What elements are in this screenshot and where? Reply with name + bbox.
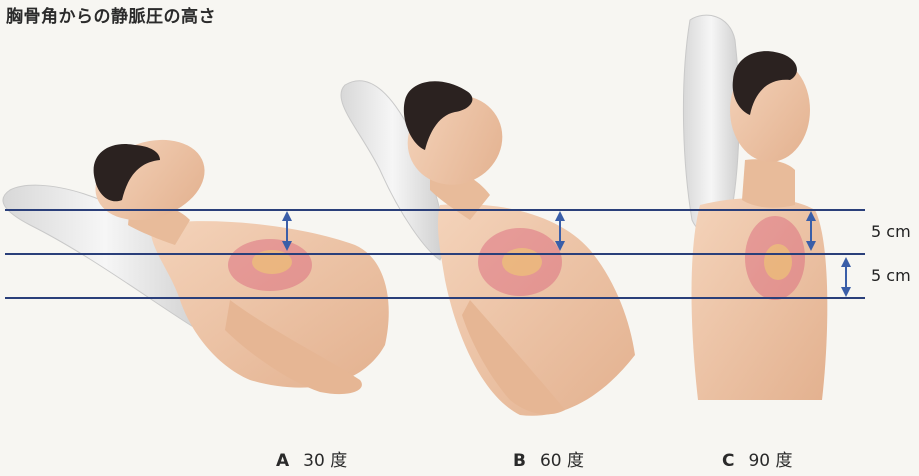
caption-b: B 60 度 (513, 446, 584, 471)
figure-a-30-degrees (3, 127, 389, 395)
caption-b-letter: B (513, 451, 526, 471)
measurement-label-upper: 5 cm (871, 222, 911, 241)
caption-a-angle: 30 度 (303, 451, 347, 471)
caption-c-letter: C (722, 451, 734, 471)
caption-b-angle: 60 度 (540, 451, 584, 471)
caption-a-letter: A (276, 451, 289, 471)
figure-c-90-degrees (683, 15, 827, 400)
measurement-label-lower: 5 cm (871, 266, 911, 285)
caption-c-angle: 90 度 (748, 451, 792, 471)
figure-b-60-degrees (341, 80, 635, 416)
caption-a: A 30 度 (276, 446, 347, 471)
caption-c: C 90 度 (722, 446, 793, 471)
